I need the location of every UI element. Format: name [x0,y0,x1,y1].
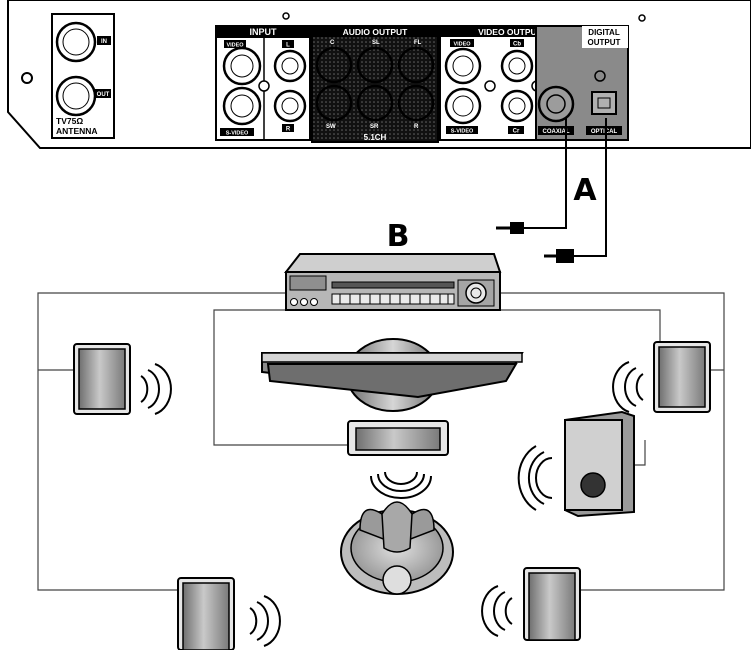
listener-head [382,565,412,595]
audio-sr-jack[interactable] [356,84,394,122]
digital-output-block: DIGITAL OUTPUT COAXIAL OPTICAL [535,25,629,141]
audio-fr-jack[interactable] [397,84,435,122]
receiver-button[interactable] [290,298,298,306]
antenna-block: IN OUT TV75Ω ANTENNA [51,13,115,139]
av-receiver [283,253,502,311]
rear-left-speaker [177,577,235,650]
coaxial-jack[interactable] [537,85,575,123]
optical-plug [544,249,574,263]
input-video-label: VIDEO [226,43,244,49]
front-left-sound-waves-icon [140,363,172,415]
audio-fl-jack[interactable] [397,46,435,84]
antenna-out-label: OUT [97,92,110,98]
video-video-label: VIDEO [453,42,471,48]
audio-fl-label: FL [414,40,422,46]
digital-output-title-1: DIGITAL [588,28,620,37]
front-right-speaker [653,341,711,413]
input-svideo-label: S-VIDEO [226,131,249,137]
front-right-sound-waves-icon [612,361,644,413]
digital-output-title-2: OUTPUT [588,38,621,47]
video-cb-label: Cb [513,42,521,48]
subwoofer-sound-waves-icon [517,445,553,511]
center-sound-waves-icon [370,471,432,499]
input-title: INPUT [250,27,278,37]
listener-seat [340,501,454,595]
video-cr-label: Cr [513,129,520,135]
audio-sw-jack[interactable] [315,84,353,122]
screw-hole [21,72,33,84]
center-speaker [347,420,449,456]
audio-sw-label: SW [326,124,336,130]
input-audio-r-jack[interactable] [273,89,307,123]
speaker-wiring [37,292,725,591]
antenna-label-line1: TV75Ω [56,116,83,126]
receiver-display [331,281,455,289]
audio-sr-label: SR [370,124,379,130]
optical-label: OPTICAL [591,129,618,135]
receiver-button[interactable] [300,298,308,306]
coaxial-cable [522,118,567,229]
audio-sl-jack[interactable] [356,46,394,84]
video-output-title: VIDEO OUTPUT [478,27,543,37]
video-svideo-jack[interactable] [444,87,482,125]
antenna-label-line2: ANTENNA [56,126,98,136]
television [261,338,524,412]
input-l-label: L [286,43,290,49]
input-r-label: R [286,127,291,133]
rear-panel: IN OUT TV75Ω ANTENNA INPUT VIDEO S-VIDEO… [7,0,751,149]
subwoofer [564,410,635,518]
audio-sl-label: SL [372,40,380,46]
subwoofer-port [580,472,606,498]
coaxial-plug [496,222,524,234]
antenna-in-label: IN [101,39,107,45]
input-video-jack[interactable] [222,46,262,86]
receiver-button[interactable] [310,298,318,306]
audio-fr-label: R [414,124,419,130]
audio-5-1ch-label: 5.1CH [364,133,387,142]
cable-label-a: A [573,173,597,208]
input-svideo-jack[interactable] [222,86,262,126]
optical-cable [574,118,607,257]
screw-hole [638,14,646,22]
screw-hole [282,12,290,20]
audio-c-label: C [330,40,335,46]
audio-output-block: AUDIO OUTPUT C SL FL SW SR R 5.1CH [311,25,439,143]
video-cr-jack[interactable] [500,89,534,123]
optical-jack[interactable] [591,91,617,115]
rear-right-sound-waves-icon [481,585,513,637]
audio-center-jack[interactable] [315,46,353,84]
video-svideo-label: S-VIDEO [451,129,474,135]
receiver-label-b: B [387,219,410,254]
video-composite-jack[interactable] [444,47,482,85]
rear-left-sound-waves-icon [249,595,281,647]
audio-output-title: AUDIO OUTPUT [343,27,409,37]
input-audio-l-jack[interactable] [273,49,307,83]
input-block: INPUT VIDEO S-VIDEO L R [215,25,311,141]
coaxial-label: COAXIAL [543,129,570,135]
rear-right-speaker [523,567,581,641]
front-left-speaker [73,343,131,415]
video-cb-jack[interactable] [500,49,534,83]
volume-knob[interactable] [465,282,487,304]
digital-cables [522,118,607,257]
